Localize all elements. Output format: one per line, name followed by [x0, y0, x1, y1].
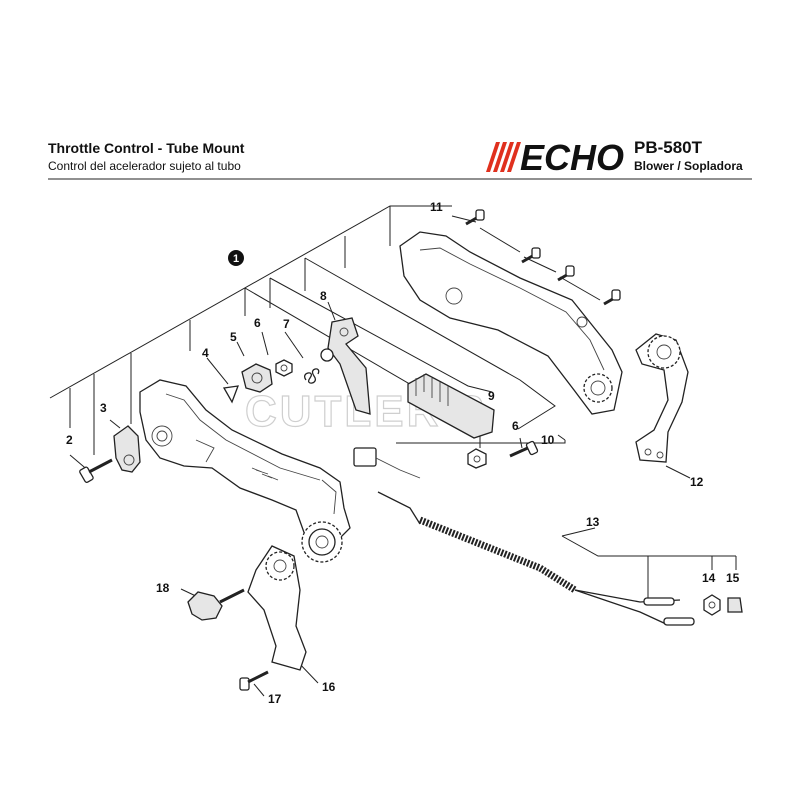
- part-6-nut-lower: [467, 448, 487, 469]
- part-2-screw: [79, 458, 113, 483]
- part-10-screw: [509, 440, 539, 458]
- callout-13: 13: [586, 515, 600, 529]
- callout-18: 18: [156, 581, 170, 595]
- callout-17: 17: [268, 692, 282, 706]
- callout-8: 8: [320, 289, 327, 303]
- callout-3: 3: [100, 401, 107, 415]
- part-17-screw: [239, 670, 269, 691]
- callout-15: 15: [726, 571, 740, 585]
- part-3-trigger: [113, 425, 141, 473]
- part-5-lock-nut: [241, 363, 273, 393]
- part-11-screws: [465, 209, 621, 306]
- part-11-handle-cover: [399, 231, 623, 415]
- part-9-stop-switch: [407, 373, 495, 439]
- diagram-title: Throttle Control - Tube Mount: [48, 140, 245, 156]
- part-16-clamp-lower: [247, 545, 307, 671]
- part-12-clamp-upper: [635, 333, 689, 463]
- callout-12: 12: [690, 475, 704, 489]
- callout-16: 16: [322, 680, 336, 694]
- callout-14: 14: [702, 571, 716, 585]
- callout-5: 5: [230, 330, 237, 344]
- part-4-spacer: [222, 385, 239, 404]
- part-8-throttle-lever: [320, 317, 371, 415]
- part-18-knob: [187, 588, 245, 621]
- part-15-fitting: [727, 597, 743, 613]
- part-6-nut-upper: [275, 359, 293, 377]
- callout-7: 7: [283, 317, 290, 331]
- part-14-nut: [703, 594, 721, 616]
- callout-6-upper: 6: [254, 316, 261, 330]
- callout-1-badge: 1: [228, 250, 244, 266]
- callout-6-lower: 6: [512, 419, 519, 433]
- logo-stripes-icon: [486, 142, 521, 172]
- part-13-wire-harness: [353, 447, 695, 626]
- leader-lines: [49, 205, 737, 697]
- model-description: Blower / Sopladora: [634, 159, 743, 173]
- part-7-spring: [304, 368, 320, 384]
- callout-9: 9: [488, 389, 495, 403]
- callout-11: 11: [430, 200, 443, 214]
- logo-wordmark: ECHO: [520, 138, 624, 174]
- diagram-subtitle: Control del acelerador sujeto al tubo: [48, 159, 241, 173]
- callout-2: 2: [66, 433, 73, 447]
- callout-10: 10: [541, 433, 555, 447]
- throttle-handle-housing: [139, 379, 351, 549]
- callout-4: 4: [202, 346, 209, 360]
- echo-logo: ECHO: [486, 138, 624, 174]
- handle-gear: [301, 521, 343, 563]
- model-number: PB-580T: [634, 138, 703, 157]
- callout-1: 1: [233, 253, 239, 265]
